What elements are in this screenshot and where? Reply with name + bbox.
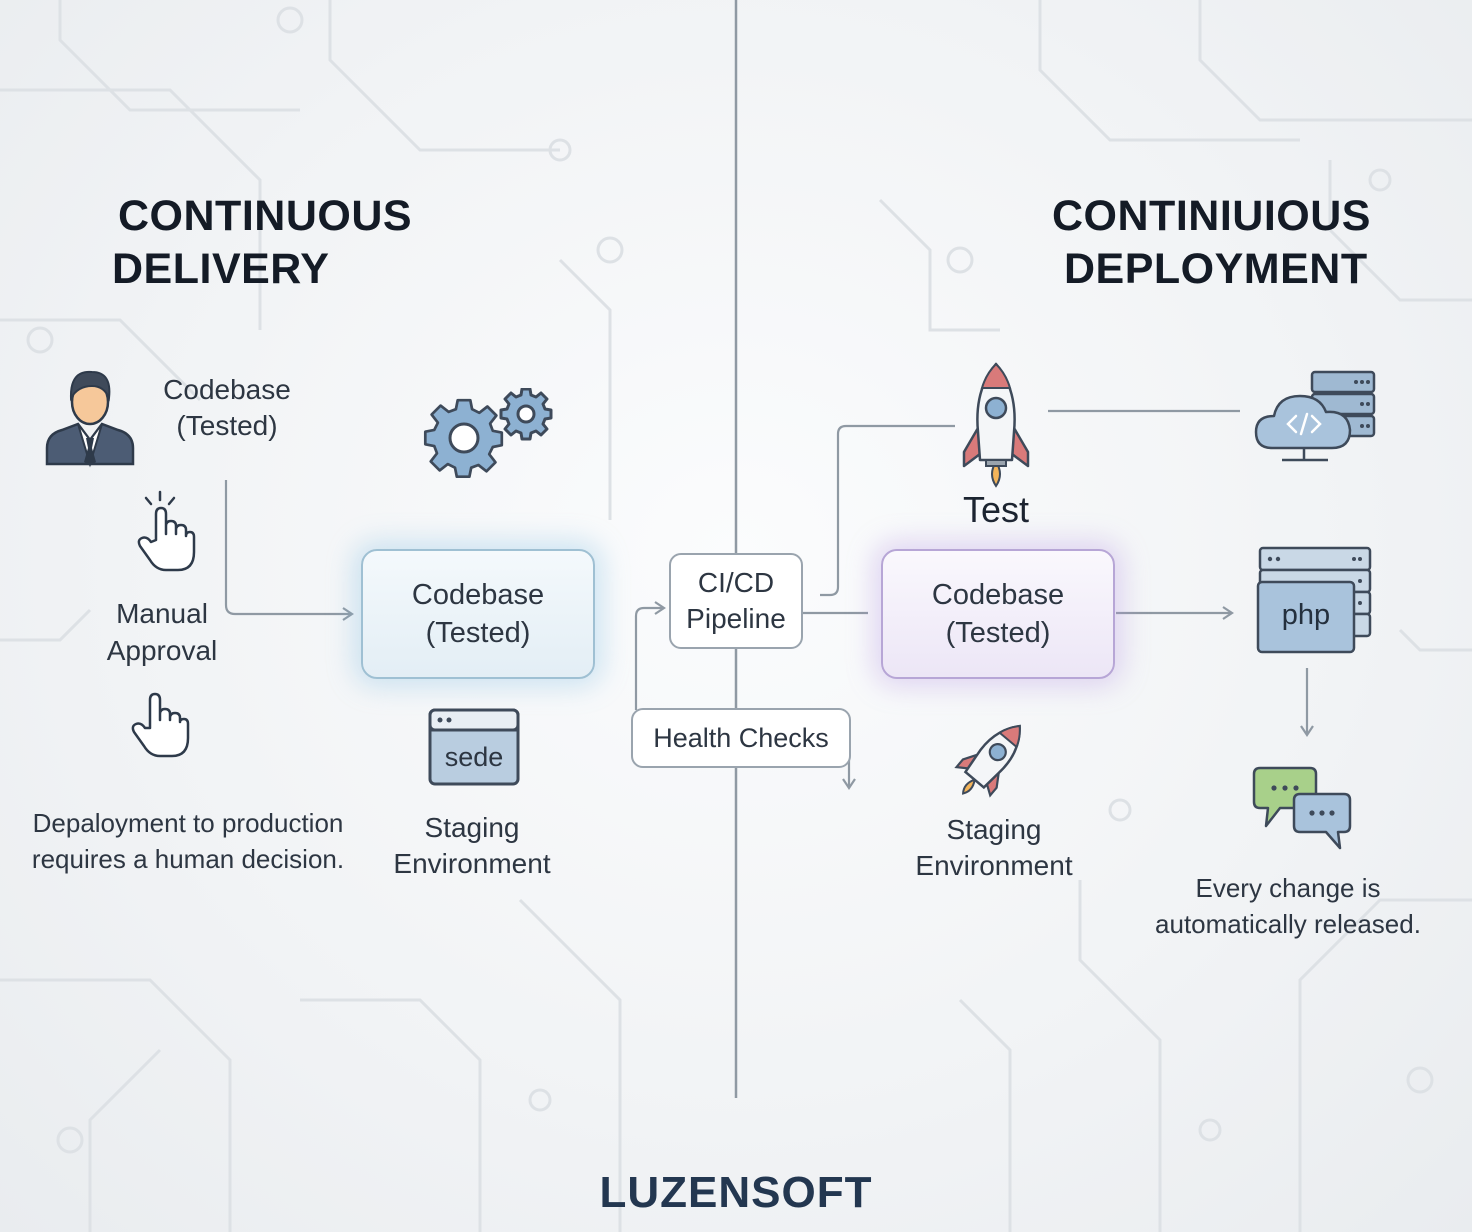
chat-bubbles-icon [1252, 766, 1352, 850]
human-decision-line2: requires a human decision. [31, 844, 345, 874]
auto-release-line1: Every change is [1195, 873, 1381, 903]
delivery-codebase-box-line2: (Tested) [425, 617, 531, 649]
hand-click-icon [137, 490, 196, 572]
cicd-pipeline-line1: CI/CD [697, 567, 775, 598]
human-decision-line1: Depaloyment to production [32, 808, 344, 838]
deployment-codebase-box: Codebase (Tested) [881, 549, 1115, 679]
deployment-staging-line1: Staging [946, 814, 1042, 845]
codebase-tested-label-line2: (Tested) [176, 410, 278, 441]
php-label: php [1281, 599, 1331, 631]
delivery-codebase-box: Codebase (Tested) [361, 549, 595, 679]
staging-rocket-icon [954, 724, 1021, 798]
cloud-server-icon [1254, 370, 1376, 462]
cicd-pipeline-line2: Pipeline [686, 603, 786, 634]
health-checks-label: Health Checks [653, 723, 829, 753]
delivery-arrow [224, 480, 354, 621]
deployment-staging-line2: Environment [915, 850, 1073, 881]
codebase-tested-label-line1: Codebase [163, 374, 291, 405]
delivery-heading-line1: CONTINUOUS [118, 192, 413, 240]
businessman-icon [45, 370, 135, 468]
delivery-heading-line2: DELIVERY [112, 245, 330, 293]
delivery-staging-line2: Environment [393, 848, 551, 879]
cicd-pipeline-box: CI/CD Pipeline [669, 553, 803, 649]
hand-pointer-icon [131, 692, 190, 758]
manual-approval-line2: Approval [106, 635, 218, 666]
pipeline-to-test-line [820, 424, 955, 597]
delivery-codebase-box-line1: Codebase [411, 579, 545, 611]
manual-approval-line1: Manual [116, 598, 208, 629]
health-checks-box: Health Checks [631, 708, 851, 768]
delivery-staging-line1: Staging [424, 812, 520, 843]
deployment-codebase-box-line1: Codebase [931, 579, 1065, 611]
brand-logo-text: LUZENSOFT [599, 1168, 873, 1217]
deployment-heading-line2: DEPLOYMENT [1064, 245, 1368, 293]
gears-icon [423, 388, 553, 479]
window-frame-icon [428, 708, 520, 786]
test-label: Test [962, 489, 1030, 530]
rocket-icon [962, 362, 1030, 488]
deployment-codebase-box-line2: (Tested) [945, 617, 1051, 649]
health-to-pipeline-arrow [634, 601, 666, 710]
auto-release-line2: automatically released. [1155, 909, 1421, 939]
staging-window-icon: sede [428, 708, 520, 786]
window-icon-text: sede [444, 742, 504, 772]
php-server-icon: php [1256, 546, 1374, 656]
server-rack-icon [1256, 546, 1372, 654]
deployment-heading-line1: CONTINIUIOUS [1052, 192, 1371, 240]
